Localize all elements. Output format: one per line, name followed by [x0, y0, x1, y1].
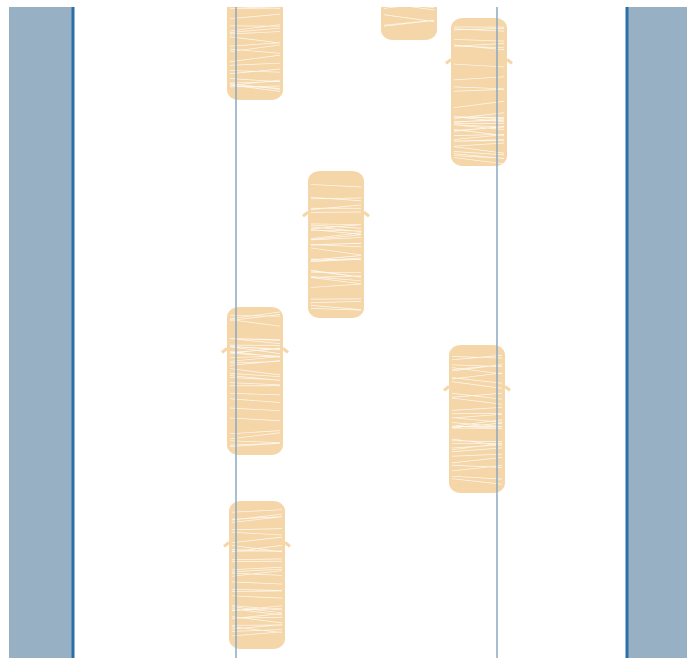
car-1: [222, 0, 288, 100]
car-3: [446, 18, 512, 166]
right-shoulder: [627, 7, 687, 658]
car-7: [224, 501, 290, 649]
left-shoulder: [9, 7, 74, 658]
vehicles-layer: [222, 0, 512, 649]
car-5: [222, 307, 288, 455]
car-2: [376, 0, 442, 40]
car-4: [303, 171, 369, 318]
car-body: [381, 0, 437, 40]
car-6: [444, 345, 510, 493]
